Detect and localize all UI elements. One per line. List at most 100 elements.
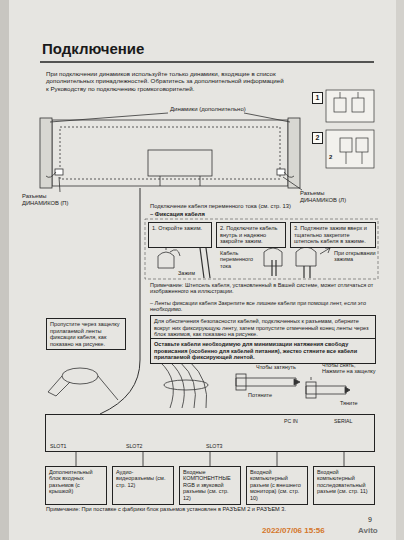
cable-clamp-steps: [320, 248, 330, 254]
title-rule: [40, 61, 374, 62]
terminal-insets: [326, 130, 374, 168]
leader-line: [344, 452, 345, 466]
panel-label: SLOT2: [126, 443, 142, 449]
display-back-view: [244, 113, 290, 122]
intro-text: При подключении динамиков используйте то…: [46, 70, 286, 92]
page-ground: [396, 0, 404, 540]
leader-line: [76, 452, 77, 466]
part-name: Динамики (дополнительно): [170, 106, 246, 113]
cable-tie-drawings: [294, 379, 300, 385]
part-name: Кабель переменного тока: [220, 250, 260, 269]
callout-number: 2: [312, 132, 323, 144]
step-box: 3. Подтяните зажим вверх и тщательно зак…: [290, 222, 376, 248]
part-name: Разъемы ДИНАМИКОВ (П): [22, 193, 84, 207]
box-text: 3. Подтяните зажим вверх и тщательно зак…: [294, 225, 372, 245]
box-text: Пропустите через защелку прилагаемой лен…: [50, 321, 122, 347]
note-box: Для обеспечения безопасности кабелей, по…: [150, 315, 376, 341]
action-label: Потяните: [248, 392, 272, 398]
connector-caption: Входной компьютерный последовательный ра…: [313, 466, 375, 505]
section-heading: – Фиксация кабеля: [150, 211, 205, 218]
display-back-view: [277, 169, 285, 175]
panel-label: SERIAL: [334, 418, 352, 424]
connector-caption: Аудио-видеоразъемы (см. стр. 12): [112, 466, 174, 505]
display-back-view: [59, 177, 60, 192]
terminal-insets: [358, 92, 359, 98]
note-text: Примечание: Штепсель кабеля, установленн…: [150, 282, 376, 295]
power-cable: [100, 188, 140, 414]
part-name: При открывании зажима: [334, 250, 376, 263]
terminal-insets: [340, 92, 341, 98]
panel-label: PC IN: [284, 418, 298, 424]
section-heading: Подключение кабеля переменного тока (см.…: [150, 203, 291, 210]
box-text: Входной компьютерный последовательный ра…: [317, 469, 371, 495]
cable-tie-drawings: [62, 368, 98, 384]
action-label: Чтобы снять, Нажмите на защелку: [322, 362, 376, 375]
cable-clamp-steps: [296, 247, 316, 266]
cable-clamp-steps: [170, 250, 180, 256]
step-box: 2. Подключите кабель внутрь и надежно за…: [216, 222, 286, 248]
cable-tie-drawings: [164, 380, 208, 390]
note-box: Пропустите через защелку прилагаемой лен…: [46, 318, 126, 350]
box-text: Входные КОМПОНЕНТНЫЕ RGB и звуковой разъ…: [183, 469, 237, 501]
display-back-view: [283, 177, 302, 190]
cable-clamp-steps: [272, 260, 276, 276]
display-back-view: [60, 127, 280, 179]
step-box: 1. Откройте зажим.: [148, 222, 212, 248]
cable-tie-drawings: [306, 382, 316, 398]
terminal-insets: [340, 138, 352, 152]
leader-line: [210, 452, 211, 466]
connector-panel: SLOT1SLOT2SLOT3PC INSERIAL: [45, 414, 375, 452]
cable-tie-drawings: [345, 387, 350, 393]
display-back-view: [50, 113, 168, 122]
box-text: 2. Подключите кабель внутрь и надежно за…: [220, 225, 282, 245]
box-text: 2: [313, 134, 322, 142]
cable-tie-drawings: [160, 362, 207, 408]
cable-tie-drawings: [48, 362, 350, 408]
section-heading: – Ленты фиксации кабеля Закрепите все ли…: [150, 300, 376, 313]
terminal-insets: [352, 98, 364, 112]
box-text: Входной компьютерный разъем (с внешнего …: [250, 469, 304, 501]
display-back-view: [40, 113, 302, 192]
box-text: 1. Откройте зажим.: [152, 225, 208, 232]
connector-caption: Дополнительный блок входных разъемов (с …: [45, 466, 107, 505]
power-cable: [100, 188, 140, 414]
terminal-insets: [346, 152, 362, 164]
terminal-insets: [334, 98, 346, 112]
part-name: Разъемы ДИНАМИКОВ (Л): [300, 190, 362, 204]
cable-clamp-steps: [158, 252, 174, 268]
cable-clamp-steps: [145, 219, 378, 279]
panel-label: SLOT1: [50, 443, 66, 449]
cable-tie-drawings: [48, 376, 70, 396]
display-back-view: [160, 176, 161, 186]
leader-line: [143, 452, 144, 466]
terminal-insets: [356, 138, 368, 152]
cable-clamp-steps: [304, 266, 310, 278]
callout-number: 2: [329, 154, 332, 161]
box-text: Оставьте кабели необходимую для минимиза…: [154, 341, 372, 361]
date-stamp: 2022/07/06 15:56: [262, 526, 325, 535]
cable-clamp-steps: [145, 219, 378, 279]
page-ground: [0, 0, 9, 540]
display-back-view: [200, 176, 201, 186]
cable-tie-drawings: [311, 377, 312, 380]
action-label: Чтобы затянуть: [256, 364, 296, 370]
box-text: Аудио-видеоразъемы (см. стр. 12): [116, 469, 170, 488]
display-back-view: [52, 120, 288, 186]
cable-clamp-steps: [264, 248, 282, 266]
terminal-insets: [326, 90, 374, 168]
connector-caption: Входной компьютерный разъем (с внешнего …: [246, 466, 308, 505]
action-label: Тяните: [340, 400, 358, 406]
display-back-view: [284, 172, 294, 177]
page-title: Подключение: [42, 40, 144, 58]
warning-box: Оставьте кабели необходимую для минимиза…: [150, 338, 376, 364]
leader-line: [277, 452, 278, 466]
cable-clamp-steps: [200, 248, 210, 278]
terminal-insets: [326, 90, 374, 122]
watermark: Avito: [358, 526, 378, 535]
part-name: Зажим: [178, 270, 195, 276]
connector-caption: Входные КОМПОНЕНТНЫЕ RGB и звуковой разъ…: [179, 466, 241, 505]
